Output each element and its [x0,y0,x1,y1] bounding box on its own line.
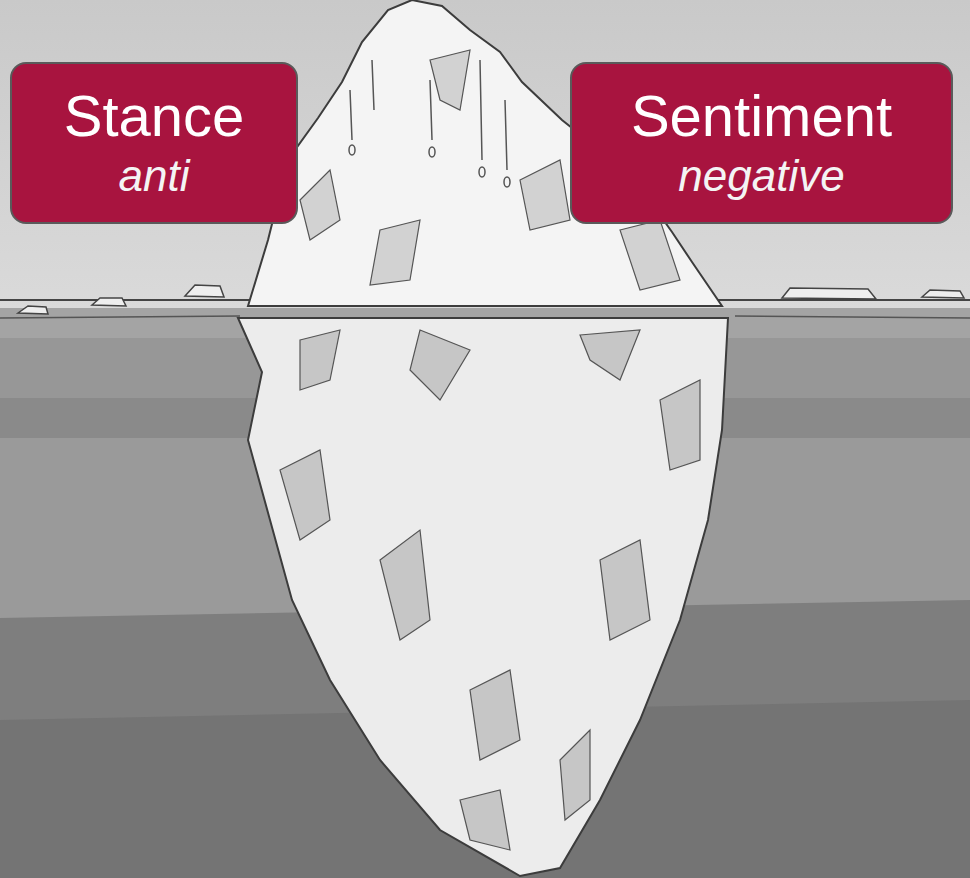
label-box: Stanceanti [10,62,298,224]
box-value: negative [678,149,844,203]
ice-drips [349,60,510,187]
label-box: Sentimentnegative [570,62,953,224]
ice-chunk [782,288,876,299]
ice-facets [280,330,700,850]
ice-chunk [185,285,224,297]
ice-chunk [18,306,48,314]
box-value: anti [119,149,190,203]
water [0,308,970,878]
sky [0,0,970,310]
iceberg-underwater [238,318,728,876]
ice-chunk [92,298,126,306]
ice-chunk [922,290,964,298]
box-heading: Stance [64,83,245,149]
box-heading: Sentiment [631,83,892,149]
